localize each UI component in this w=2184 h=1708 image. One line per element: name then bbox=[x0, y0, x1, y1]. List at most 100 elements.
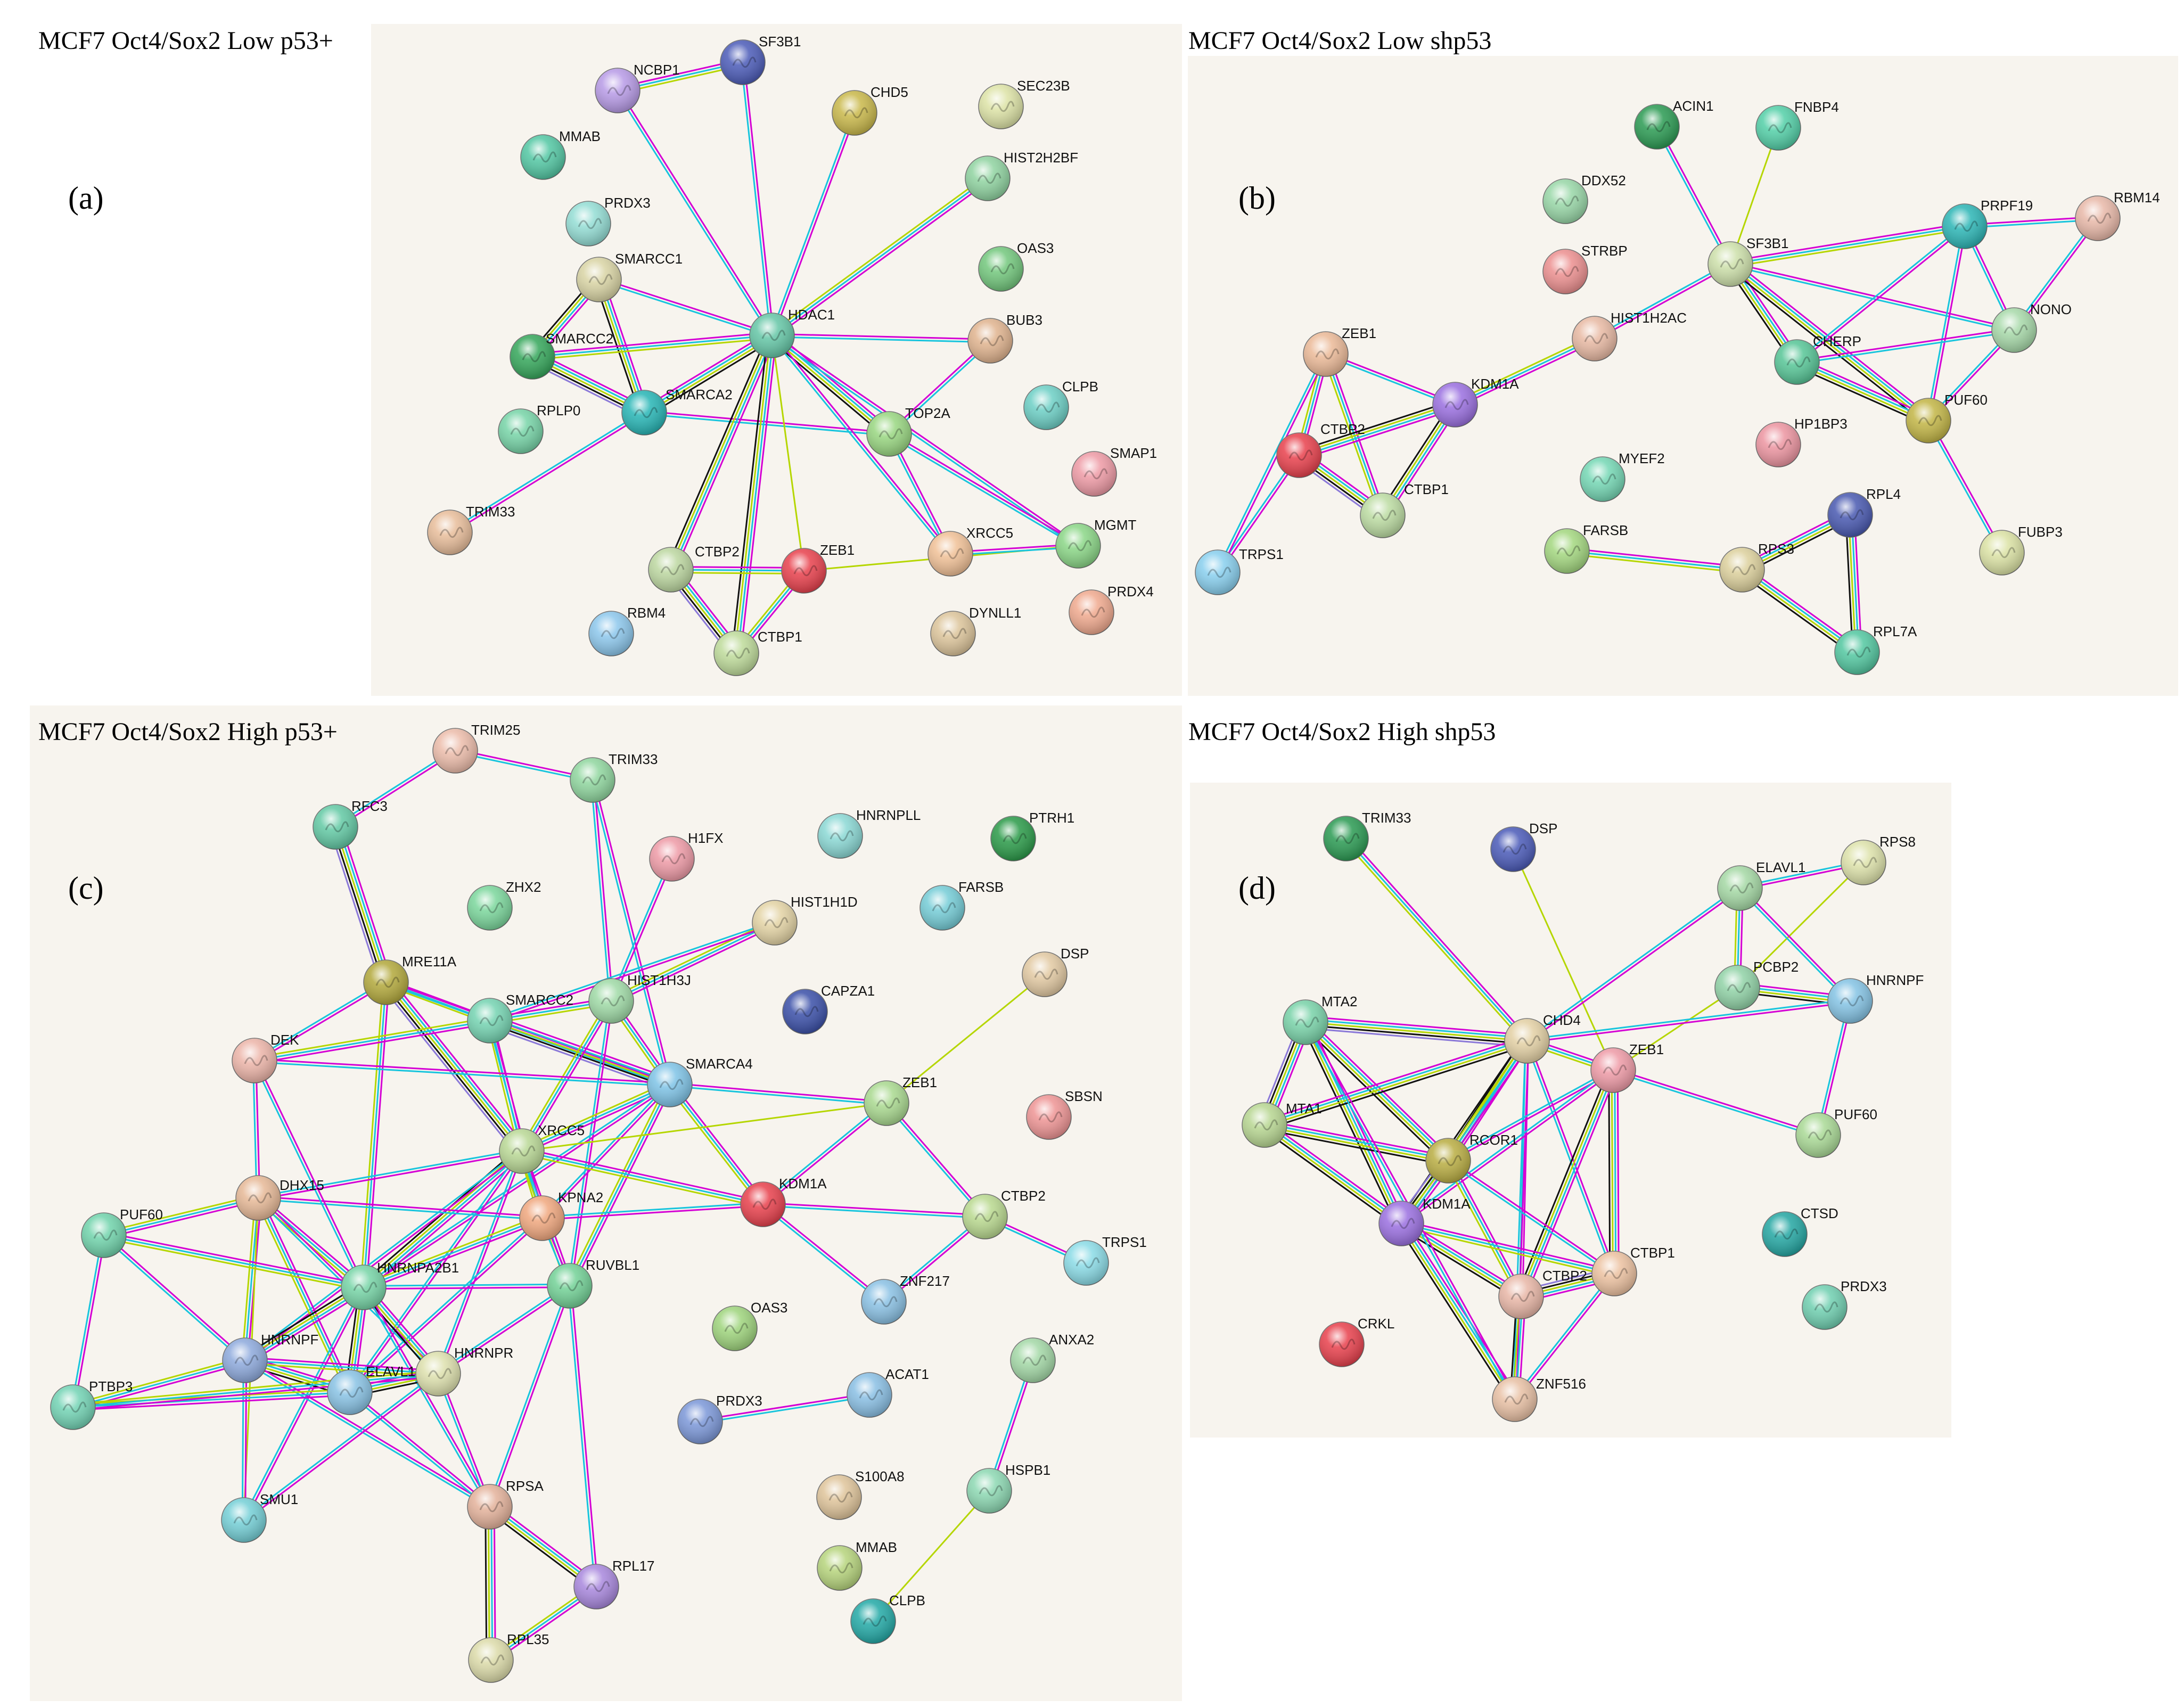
node-c-zhx2[interactable]: ZHX2 bbox=[467, 879, 541, 931]
node-c-smarca4[interactable]: SMARCA4 bbox=[647, 1056, 753, 1107]
node-c-kpna2[interactable]: KPNA2 bbox=[519, 1189, 603, 1241]
node-b-puf60[interactable]: PUF60 bbox=[1906, 392, 1988, 444]
node-c-trim33[interactable]: TRIM33 bbox=[570, 751, 658, 803]
node-a-ctbp1[interactable]: CTBP1 bbox=[713, 629, 802, 676]
node-d-puf60[interactable]: PUF60 bbox=[1795, 1106, 1877, 1158]
node-a-sf3b1[interactable]: SF3B1 bbox=[720, 34, 801, 85]
node-c-mmab[interactable]: MMAB bbox=[817, 1539, 897, 1591]
node-c-mre11a[interactable]: MRE11A bbox=[363, 954, 457, 1005]
node-a-top2a[interactable]: TOP2A bbox=[866, 405, 950, 457]
node-a-prdx3[interactable]: PRDX3 bbox=[565, 195, 651, 247]
node-d-zeb1[interactable]: ZEB1 bbox=[1590, 1041, 1664, 1093]
node-c-hnrnpr[interactable]: HNRNPR bbox=[415, 1345, 513, 1397]
node-b-fnbp4[interactable]: FNBP4 bbox=[1755, 99, 1839, 151]
node-c-prdx3[interactable]: PRDX3 bbox=[677, 1393, 762, 1444]
node-c-ruvbl1[interactable]: RUVBL1 bbox=[547, 1257, 639, 1309]
node-c-anxa2[interactable]: ANXA2 bbox=[1010, 1332, 1094, 1383]
node-b-hp1bp3[interactable]: HP1BP3 bbox=[1755, 416, 1848, 467]
node-b-cherp[interactable]: CHERP bbox=[1774, 333, 1861, 385]
node-a-hist2h2bf[interactable]: HIST2H2BF bbox=[965, 150, 1078, 201]
node-c-ptrh1[interactable]: PTRH1 bbox=[990, 810, 1074, 861]
node-c-zeb1[interactable]: ZEB1 bbox=[864, 1074, 937, 1126]
node-d-elavl1[interactable]: ELAVL1 bbox=[1717, 859, 1805, 911]
node-a-dynll1[interactable]: DYNLL1 bbox=[930, 605, 1021, 656]
node-b-rpl7a[interactable]: RPL7A bbox=[1834, 623, 1917, 675]
node-b-hist1h2ac[interactable]: HIST1H2AC bbox=[1572, 310, 1687, 362]
node-d-rps8[interactable]: RPS8 bbox=[1841, 834, 1916, 885]
node-d-ctbp1[interactable]: CTBP1 bbox=[1591, 1245, 1675, 1296]
node-a-zeb1[interactable]: ZEB1 bbox=[781, 542, 855, 594]
node-c-smarcc2[interactable]: SMARCC2 bbox=[467, 992, 573, 1044]
node-d-rcor1[interactable]: RCOR1 bbox=[1425, 1132, 1518, 1184]
node-a-prdx4[interactable]: PRDX4 bbox=[1069, 584, 1154, 635]
node-c-hnrnpf[interactable]: HNRNPF bbox=[222, 1332, 318, 1383]
node-a-trim33[interactable]: TRIM33 bbox=[427, 504, 515, 555]
node-c-kdm1a[interactable]: KDM1A bbox=[740, 1176, 827, 1227]
node-c-ptbp3[interactable]: PTBP3 bbox=[50, 1378, 133, 1430]
node-b-rbm14[interactable]: RBM14 bbox=[2075, 190, 2160, 241]
node-c-h1fx[interactable]: H1FX bbox=[649, 830, 723, 882]
node-c-rpl17[interactable]: RPL17 bbox=[573, 1558, 655, 1610]
node-c-ctbp2[interactable]: CTBP2 bbox=[962, 1188, 1046, 1239]
node-b-myef2[interactable]: MYEF2 bbox=[1580, 450, 1665, 502]
node-b-rps3[interactable]: RPS3 bbox=[1719, 541, 1794, 593]
node-a-ctbp2[interactable]: CTBP2 bbox=[648, 544, 740, 593]
node-a-bub3[interactable]: BUB3 bbox=[967, 312, 1042, 364]
node-a-rbm4[interactable]: RBM4 bbox=[588, 605, 666, 656]
node-b-rpl4[interactable]: RPL4 bbox=[1827, 486, 1901, 538]
node-b-ctbp2[interactable]: CTBP2 bbox=[1276, 421, 1365, 478]
node-a-rplp0[interactable]: RPLP0 bbox=[498, 403, 580, 454]
node-b-fubp3[interactable]: FUBP3 bbox=[1979, 524, 2063, 576]
node-a-clpb[interactable]: CLPB bbox=[1023, 379, 1098, 430]
node-d-ctbp2[interactable]: CTBP2 bbox=[1498, 1268, 1587, 1319]
node-d-chd4[interactable]: CHD4 bbox=[1504, 1012, 1581, 1064]
node-b-sf3b1[interactable]: SF3B1 bbox=[1707, 235, 1789, 287]
node-b-trps1[interactable]: TRPS1 bbox=[1195, 546, 1284, 595]
node-b-nono[interactable]: NONO bbox=[1991, 301, 2072, 353]
node-a-smarcc1[interactable]: SMARCC1 bbox=[576, 251, 683, 302]
node-c-znf217[interactable]: ZNF217 bbox=[861, 1273, 950, 1325]
node-b-ddx52[interactable]: DDX52 bbox=[1542, 173, 1626, 224]
node-c-oas3[interactable]: OAS3 bbox=[712, 1300, 787, 1351]
node-b-zeb1[interactable]: ZEB1 bbox=[1303, 325, 1376, 377]
node-b-kdm1a[interactable]: KDM1A bbox=[1432, 376, 1519, 428]
node-a-smarca2[interactable]: SMARCA2 bbox=[621, 387, 733, 436]
node-a-smarcc2[interactable]: SMARCC2 bbox=[510, 331, 613, 380]
node-a-mgmt[interactable]: MGMT bbox=[1055, 517, 1137, 569]
node-a-xrcc5[interactable]: XRCC5 bbox=[927, 525, 1013, 577]
node-d-znf516[interactable]: ZNF516 bbox=[1492, 1376, 1586, 1422]
node-c-dek[interactable]: DEK bbox=[232, 1032, 299, 1083]
node-c-puf60[interactable]: PUF60 bbox=[81, 1206, 163, 1258]
node-c-smu1[interactable]: SMU1 bbox=[221, 1491, 298, 1543]
node-a-ncbp1[interactable]: NCBP1 bbox=[595, 62, 680, 113]
node-c-acat1[interactable]: ACAT1 bbox=[847, 1366, 929, 1418]
node-c-hist1h3j[interactable]: HIST1H3J bbox=[588, 972, 691, 1024]
node-c-hnrnpa2b1[interactable]: HNRNPA2B1 bbox=[341, 1260, 459, 1310]
node-b-prpf19[interactable]: PRPF19 bbox=[1942, 198, 2033, 249]
node-a-mmab[interactable]: MMAB bbox=[520, 128, 601, 180]
node-c-hnrnpll[interactable]: HNRNPLL bbox=[817, 807, 921, 859]
node-d-kdm1a[interactable]: KDM1A bbox=[1378, 1196, 1471, 1246]
node-c-rpl35[interactable]: RPL35 bbox=[468, 1631, 549, 1683]
node-b-strbp[interactable]: STRBP bbox=[1542, 243, 1628, 294]
node-d-dsp[interactable]: DSP bbox=[1490, 820, 1557, 872]
node-c-clpb[interactable]: CLPB bbox=[850, 1592, 925, 1644]
node-c-hspb1[interactable]: HSPB1 bbox=[966, 1462, 1050, 1514]
node-a-sec23b[interactable]: SEC23B bbox=[978, 78, 1070, 129]
node-c-hist1h1d[interactable]: HIST1H1D bbox=[752, 894, 858, 946]
node-b-acin1[interactable]: ACIN1 bbox=[1634, 98, 1714, 150]
node-d-mta1[interactable]: MTA1 bbox=[1242, 1101, 1321, 1148]
node-d-ctsd[interactable]: CTSD bbox=[1762, 1205, 1838, 1257]
node-d-pcbp2[interactable]: PCBP2 bbox=[1714, 959, 1799, 1011]
node-c-s100a8[interactable]: S100A8 bbox=[816, 1468, 905, 1520]
node-c-dhx15[interactable]: DHX15 bbox=[235, 1175, 324, 1221]
node-a-smap1[interactable]: SMAP1 bbox=[1071, 445, 1157, 497]
node-d-mta2[interactable]: MTA2 bbox=[1283, 993, 1357, 1045]
node-c-trps1[interactable]: TRPS1 bbox=[1063, 1234, 1147, 1286]
node-c-dsp[interactable]: DSP bbox=[1022, 946, 1089, 997]
node-a-hdac1[interactable]: HDAC1 bbox=[749, 307, 835, 358]
node-c-trim25[interactable]: TRIM25 bbox=[432, 722, 520, 774]
node-c-sbsn[interactable]: SBSN bbox=[1026, 1088, 1103, 1140]
node-a-oas3[interactable]: OAS3 bbox=[978, 240, 1054, 292]
node-c-xrcc5[interactable]: XRCC5 bbox=[499, 1122, 585, 1174]
